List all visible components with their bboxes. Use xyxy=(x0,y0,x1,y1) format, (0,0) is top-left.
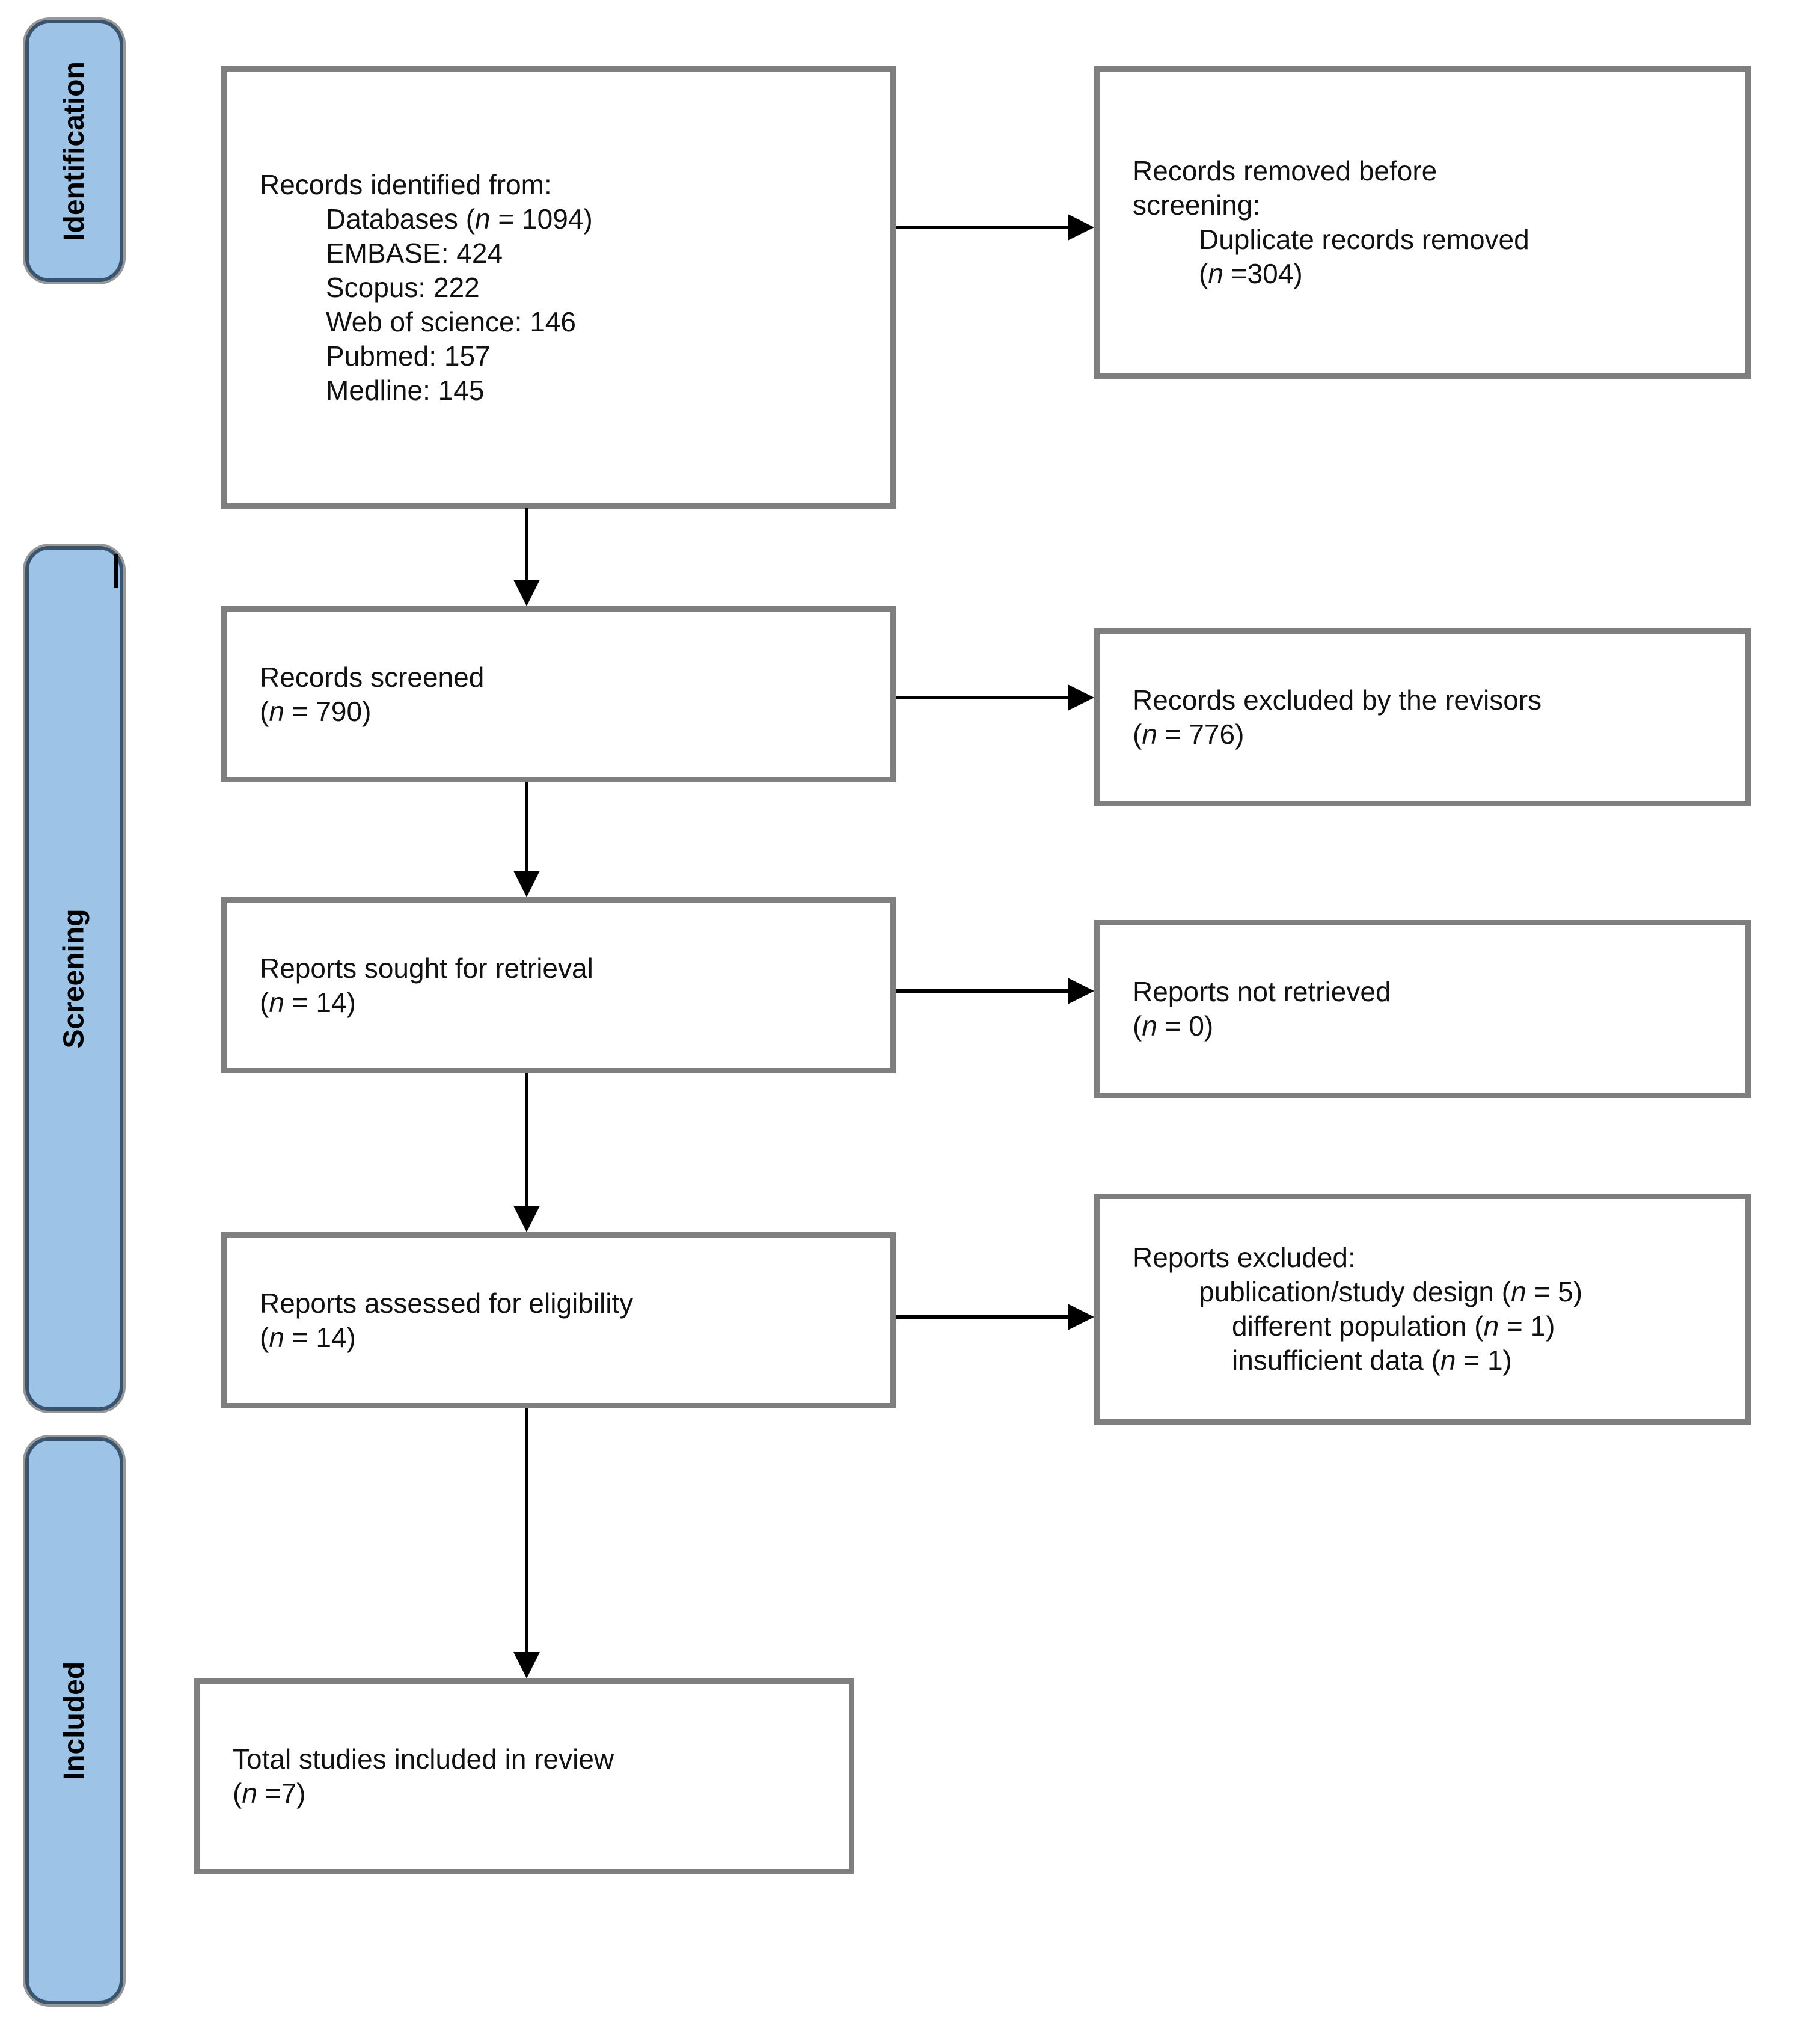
box-text-line: Medline: 145 xyxy=(326,374,485,406)
box-text-line: insufficient data (n = 1) xyxy=(1232,1345,1512,1376)
arrow-shaft xyxy=(525,782,528,871)
arrow-sought-to-not-retrieved-icon xyxy=(896,978,1094,1004)
stage-included: Included xyxy=(25,1437,123,2004)
box-text-line: (n =7) xyxy=(233,1778,306,1809)
stage-screening: Screening xyxy=(25,546,123,1411)
arrow-sought-to-assessed-icon xyxy=(513,1073,540,1232)
box-text-line: Records excluded by the revisors xyxy=(1133,684,1542,716)
arrow-shaft xyxy=(525,508,528,580)
box-text-line: Total studies included in review xyxy=(233,1743,614,1775)
arrow-identified-to-screened-icon xyxy=(513,508,540,606)
arrow-assessed-to-excluded-reports-icon xyxy=(896,1304,1094,1330)
box-reports-assessed: Reports assessed for eligibility(n = 14) xyxy=(221,1232,896,1408)
arrow-head-down-icon xyxy=(513,580,540,606)
box-text-line: (n = 14) xyxy=(260,986,356,1018)
arrow-shaft xyxy=(896,989,1068,993)
arrow-screened-to-excluded-icon xyxy=(896,684,1094,711)
arrow-shaft xyxy=(525,1073,528,1206)
box-total-included: Total studies included in review(n =7) xyxy=(194,1678,854,1874)
box-text-line: Reports assessed for eligibility xyxy=(260,1287,634,1319)
box-reports-sought: Reports sought for retrieval(n = 14) xyxy=(221,897,896,1073)
arrow-screened-to-sought-icon xyxy=(513,782,540,897)
arrow-head-right-icon xyxy=(1068,214,1094,241)
box-text-line: Reports sought for retrieval xyxy=(260,952,593,984)
box-text-line: Web of science: 146 xyxy=(326,305,576,337)
box-text-line: (n = 0) xyxy=(1133,1010,1214,1042)
stage-included-label: Included xyxy=(58,1661,90,1781)
box-records-screened: Records screened(n = 790) xyxy=(221,606,896,782)
box-text-line: (n =304) xyxy=(1199,258,1303,289)
arrow-assessed-to-included-icon xyxy=(513,1408,540,1678)
arrow-head-right-icon xyxy=(1068,978,1094,1004)
box-text-line: Records removed before xyxy=(1133,155,1437,186)
box-text-line: different population (n = 1) xyxy=(1232,1310,1555,1342)
arrow-head-down-icon xyxy=(513,871,540,897)
stage-identification-label: Identification xyxy=(58,61,91,241)
box-text-line: (n = 790) xyxy=(260,695,372,727)
box-text-line: publication/study design (n = 5) xyxy=(1199,1276,1583,1307)
artifact-tick xyxy=(114,554,118,588)
arrow-shaft xyxy=(896,696,1068,699)
stage-screening-label: Screening xyxy=(58,908,91,1049)
arrow-identified-to-removed-icon xyxy=(896,214,1094,241)
arrow-shaft xyxy=(896,226,1068,229)
stage-identification: Identification xyxy=(25,20,123,282)
box-text-line: Records screened xyxy=(260,661,485,693)
box-text-line: Pubmed: 157 xyxy=(326,340,491,372)
box-text-line: EMBASE: 424 xyxy=(326,237,503,269)
box-text-line: Databases (n = 1094) xyxy=(326,203,593,235)
box-text-line: screening: xyxy=(1133,189,1261,221)
arrow-shaft xyxy=(896,1315,1068,1319)
arrow-head-right-icon xyxy=(1068,1304,1094,1330)
box-records-identified: Records identified from:Databases (n = 1… xyxy=(221,66,896,509)
box-text-line: Records identified from: xyxy=(260,168,552,200)
box-text-line: (n = 776) xyxy=(1133,719,1244,750)
box-text-line: Reports excluded: xyxy=(1133,1242,1356,1273)
arrow-shaft xyxy=(525,1408,528,1652)
box-text-line: Reports not retrieved xyxy=(1133,976,1391,1007)
box-reports-excluded: Reports excluded:publication/study desig… xyxy=(1094,1194,1751,1425)
arrow-head-down-icon xyxy=(513,1652,540,1678)
box-text-line: Duplicate records removed xyxy=(1199,224,1529,255)
box-text-line: (n = 14) xyxy=(260,1321,356,1353)
arrow-head-right-icon xyxy=(1068,684,1094,711)
box-records-excluded: Records excluded by the revisors(n = 776… xyxy=(1094,628,1751,806)
arrow-head-down-icon xyxy=(513,1206,540,1232)
box-reports-not-retrieved: Reports not retrieved(n = 0) xyxy=(1094,920,1751,1098)
box-text-line: Scopus: 222 xyxy=(326,271,480,303)
